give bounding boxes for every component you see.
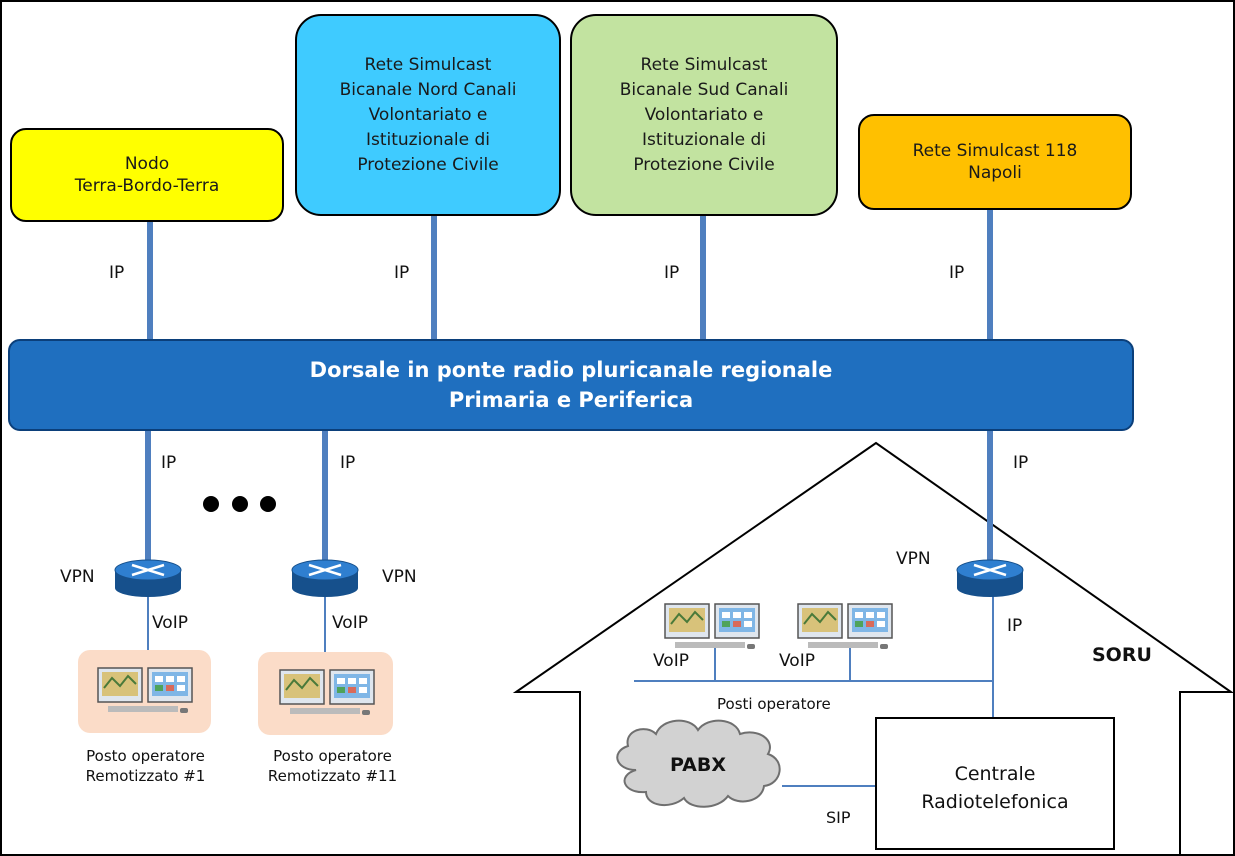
- soru-title: SORU: [1092, 644, 1152, 666]
- router-icon: [956, 559, 1024, 597]
- label-voip: VoIP: [779, 651, 815, 671]
- label-voip: VoIP: [653, 651, 689, 671]
- remote-op1-line1: Posto operatore: [86, 747, 205, 765]
- centrale-line1: Centrale: [954, 763, 1036, 785]
- label-ip: IP: [394, 263, 410, 283]
- pabx-cloud: [616, 719, 781, 808]
- label-ip: IP: [1007, 616, 1023, 636]
- ellipsis-dot: [232, 496, 248, 512]
- label-voip: VoIP: [152, 613, 188, 633]
- label-ip: IP: [664, 263, 680, 283]
- backbone-bar: Dorsale in ponte radio pluricanale regio…: [8, 339, 1134, 431]
- centrale-label: Centrale Radiotelefonica: [878, 760, 1112, 816]
- label-ip: IP: [340, 453, 356, 473]
- pabx-label: PABX: [670, 754, 727, 776]
- label-ip: IP: [109, 263, 125, 283]
- workstation-icon: [664, 603, 760, 649]
- remote-op1-caption: Posto operatore Remotizzato #1: [58, 746, 233, 786]
- centrale-line2: Radiotelefonica: [921, 791, 1069, 813]
- remote-op11-line1: Posto operatore: [273, 747, 392, 765]
- label-vpn: VPN: [382, 567, 417, 587]
- workstation-icon: [797, 603, 893, 649]
- label-sip: SIP: [826, 808, 851, 827]
- backbone-line2: Primaria e Periferica: [448, 388, 694, 412]
- router-icon: [114, 559, 182, 597]
- router-icon: [291, 559, 359, 597]
- workstation-icon: [97, 667, 193, 713]
- label-ip: IP: [161, 453, 177, 473]
- ellipsis-dot: [260, 496, 276, 512]
- remote-op11-caption: Posto operatore Remotizzato #11: [245, 746, 420, 786]
- node-simulcast-nord: Rete Simulcast Bicanale Nord Canali Volo…: [295, 14, 561, 216]
- remote-op1-line2: Remotizzato #1: [85, 767, 206, 785]
- node-terra-bordo-terra: Nodo Terra-Bordo-Terra: [10, 128, 284, 222]
- label-vpn: VPN: [60, 567, 95, 587]
- node-simulcast-sud: Rete Simulcast Bicanale Sud Canali Volon…: [570, 14, 838, 216]
- label-ip: IP: [1013, 453, 1029, 473]
- label-vpn: VPN: [896, 549, 931, 569]
- backbone-line1: Dorsale in ponte radio pluricanale regio…: [309, 358, 833, 382]
- label-voip: VoIP: [332, 613, 368, 633]
- workstation-icon: [279, 669, 375, 715]
- label-ip: IP: [949, 263, 965, 283]
- ellipsis-dot: [203, 496, 219, 512]
- soru-building: [512, 441, 1235, 855]
- remote-op11-line2: Remotizzato #11: [267, 767, 398, 785]
- node-simulcast-118: Rete Simulcast 118 Napoli: [858, 114, 1132, 210]
- posti-operatore-label: Posti operatore: [717, 695, 831, 713]
- centrale-box: [875, 717, 1115, 850]
